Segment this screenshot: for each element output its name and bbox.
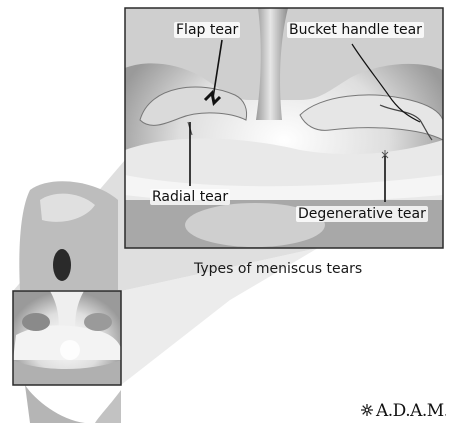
flap-tear-label: Flap tear bbox=[174, 22, 240, 38]
degenerative-tear-label: Degenerative tear bbox=[296, 206, 428, 222]
diagram-caption: Types of meniscus tears bbox=[194, 262, 362, 276]
thumbnail-knee-art bbox=[13, 291, 121, 385]
adam-star-icon bbox=[361, 404, 373, 416]
bucket-handle-tear-label: Bucket handle tear bbox=[287, 22, 424, 38]
radial-tear-label: Radial tear bbox=[150, 189, 230, 205]
svg-text:A.D.A.M.: A.D.A.M. bbox=[375, 401, 446, 421]
adam-logo: A.D.A.M. bbox=[360, 397, 446, 421]
